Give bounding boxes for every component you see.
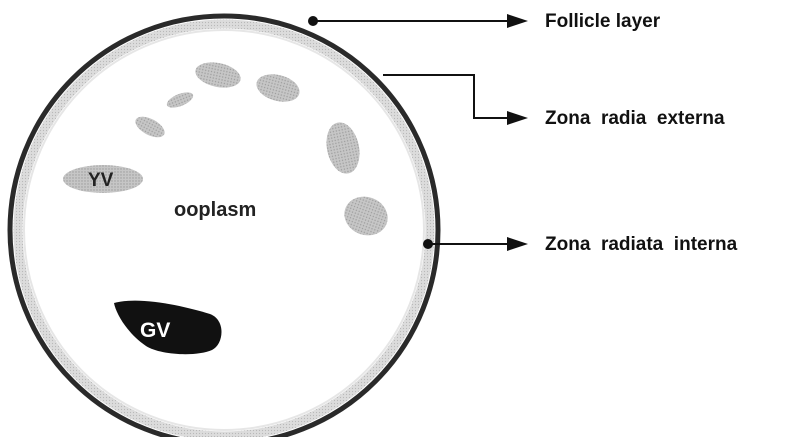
gv-label: GV	[140, 320, 170, 341]
zona-radia-externa-arrowhead	[507, 111, 528, 125]
follicle-layer-arrowhead	[507, 14, 528, 28]
zona-radiata-interna-label: Zona radiata interna	[545, 235, 737, 254]
zona-radia-externa-label: Zona radia externa	[545, 109, 725, 128]
ooplasm-label: ooplasm	[174, 200, 256, 220]
zona-radiata-interna-arrowhead	[507, 237, 528, 251]
follicle-layer-label: Follicle layer	[545, 12, 660, 31]
yv-label: YV	[88, 171, 113, 190]
